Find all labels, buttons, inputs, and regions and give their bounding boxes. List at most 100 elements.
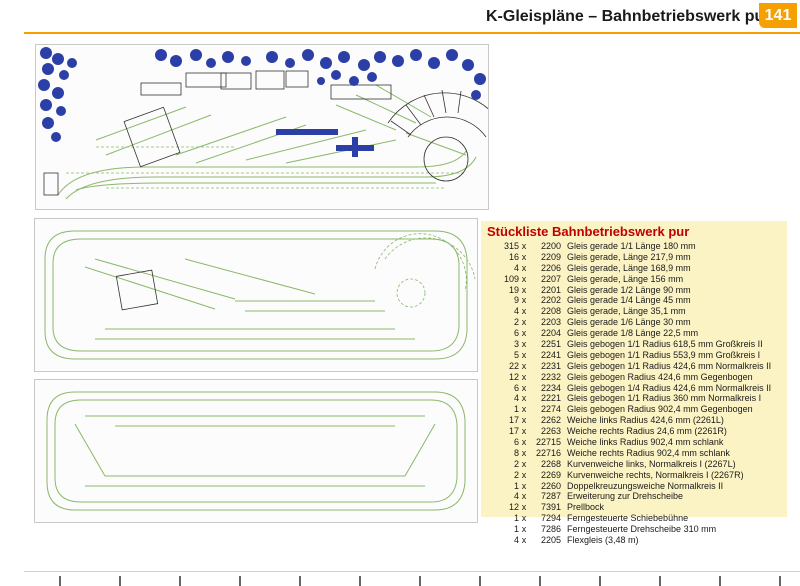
track-plan-level-1 <box>34 218 478 372</box>
track-shed-lead-3 <box>375 84 432 118</box>
parts-times-sign: x <box>521 262 527 273</box>
parts-description: Gleis gerade, Länge 35,1 mm <box>567 306 686 317</box>
parts-article-number: 7294 <box>540 513 561 524</box>
track-yard-1 <box>84 266 216 310</box>
engine-shed <box>123 106 181 168</box>
track-loop-inner <box>52 238 460 352</box>
parts-qty: 12 <box>508 502 519 513</box>
track-plan-scenery <box>35 44 489 210</box>
parts-qty: 1 <box>513 524 519 535</box>
track-mainline-outer <box>57 150 467 196</box>
parts-times-sign: x <box>521 360 527 371</box>
parts-qty: 4 <box>513 491 519 502</box>
parts-qty: 17 <box>508 415 519 426</box>
parts-times-sign: x <box>521 458 527 469</box>
parts-qty: 1 <box>513 513 519 524</box>
roundhouse-stall-1 <box>390 120 412 136</box>
track-siding-1 <box>75 182 436 191</box>
parts-article-number: 2204 <box>540 328 561 339</box>
parts-times-sign: x <box>521 393 527 404</box>
parts-qty: 6 <box>513 437 519 448</box>
parts-description: Weiche links Radius 902,4 mm schlank <box>567 437 724 448</box>
parts-description: Prellbock <box>567 502 605 513</box>
track-yard-diagonal-3 <box>175 116 287 156</box>
parts-qty: 6 <box>513 382 519 393</box>
track-turntable-lead <box>405 132 467 156</box>
parts-description: Kurvenweiche rechts, Normalkreis I (2267… <box>567 469 744 480</box>
building-row-2 <box>220 72 252 90</box>
parts-article-number: 2251 <box>540 339 561 350</box>
track-plan-level-1-drawing <box>44 230 476 360</box>
parts-qty: 4 <box>513 262 519 273</box>
shed-outline <box>115 269 159 311</box>
parts-description: Gleis gerade 1/8 Länge 22,5 mm <box>567 328 699 339</box>
parts-article-number: 2201 <box>540 284 561 295</box>
parts-description: Weiche links Radius 424,6 mm (2261L) <box>567 415 724 426</box>
track-yard-diagonal-1 <box>95 106 187 141</box>
footer-rule <box>24 571 800 572</box>
building-row-3 <box>255 70 285 90</box>
parts-article-number: 2262 <box>540 415 561 426</box>
parts-times-sign: x <box>521 306 527 317</box>
parts-times-sign: x <box>521 469 527 480</box>
parts-qty: 4 <box>513 393 519 404</box>
parts-article-number: 2234 <box>540 382 561 393</box>
track-yard-3 <box>184 258 316 295</box>
parts-article-number: 2221 <box>540 393 561 404</box>
parts-article-number: 2232 <box>540 371 561 382</box>
parts-qty: 1 <box>513 480 519 491</box>
track-mainline-inner <box>65 156 477 200</box>
page-number-badge: 141 <box>759 3 797 28</box>
parts-description: Gleis gebogen Radius 424,6 mm Gegenbogen <box>567 371 753 382</box>
parts-qty: 2 <box>513 458 519 469</box>
parts-article-number: 2205 <box>540 535 561 546</box>
parts-article-number: 2274 <box>540 404 561 415</box>
parts-description: Gleis gerade, Länge 217,9 mm <box>567 251 691 262</box>
parts-times-sign: x <box>521 524 527 535</box>
parts-description: Kurvenweiche links, Normalkreis I (2267L… <box>567 458 736 469</box>
roundhouse-stall-2 <box>405 104 422 126</box>
parts-description: Gleis gebogen 1/1 Radius 424,6 mm Normal… <box>567 360 772 371</box>
parts-article-number: 2203 <box>540 317 561 328</box>
parts-description: Flexgleis (3,48 m) <box>567 535 639 546</box>
header-rule <box>24 32 800 34</box>
parts-article-number: 22716 <box>535 447 561 458</box>
parts-article-number: 2263 <box>540 426 561 437</box>
parts-times-sign: x <box>521 491 527 502</box>
parts-description: Erweiterung zur Drehscheibe <box>567 491 684 502</box>
parts-times-sign: x <box>521 382 527 393</box>
parts-times-sign: x <box>521 284 527 295</box>
parts-times-sign: x <box>521 273 527 284</box>
track-yard-diagonal-5 <box>245 129 367 161</box>
parts-article-number: 2241 <box>540 349 561 360</box>
track-plan-scenery-drawing <box>38 47 488 200</box>
parts-description: Ferngesteuerte Drehscheibe 310 mm <box>567 524 717 535</box>
parts-times-sign: x <box>521 437 527 448</box>
parts-qty: 6 <box>513 328 519 339</box>
parts-qty: 3 <box>513 339 519 350</box>
track-yard-diagonal-2 <box>105 114 212 156</box>
building-row-5 <box>330 84 392 100</box>
parts-qty: 17 <box>508 426 519 437</box>
parts-qty: 1 <box>513 404 519 415</box>
parts-article-number: 2207 <box>540 273 561 284</box>
parts-article-number: 2268 <box>540 458 561 469</box>
parts-article-number: 2209 <box>540 251 561 262</box>
parts-article-number: 2208 <box>540 306 561 317</box>
roundhouse-stall-3 <box>423 94 435 118</box>
